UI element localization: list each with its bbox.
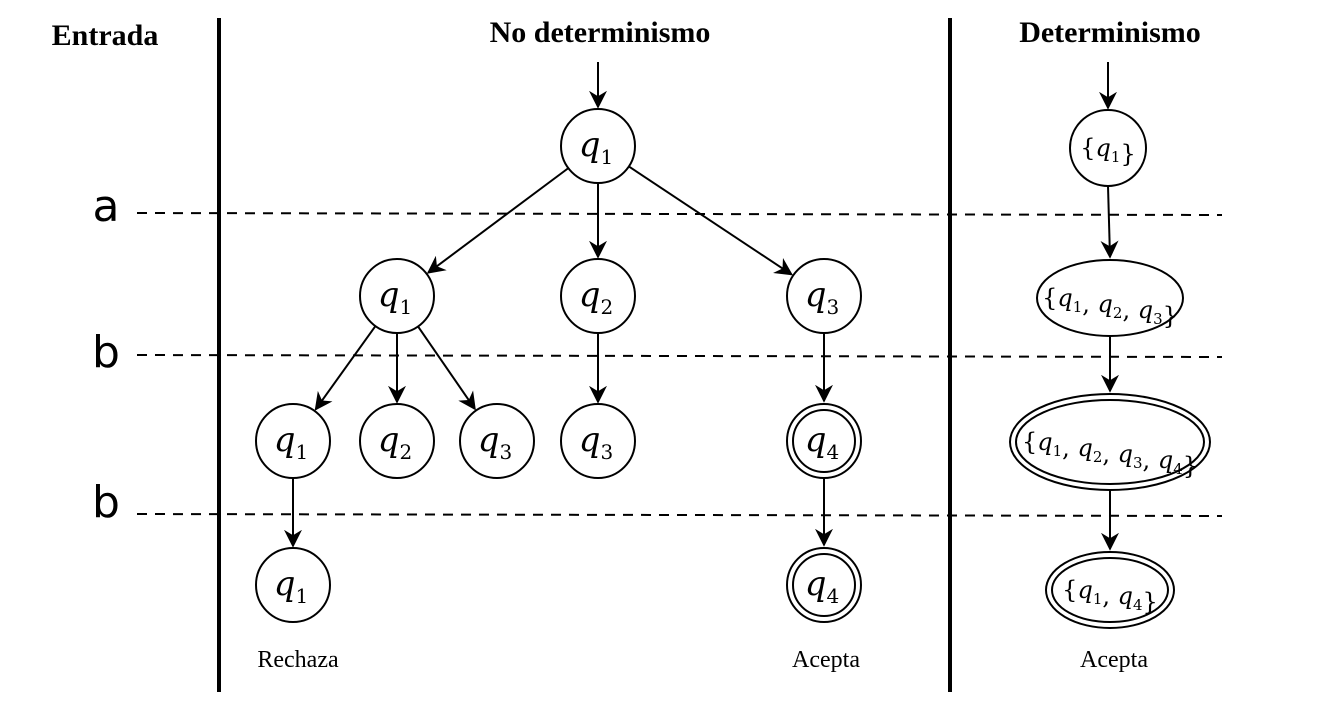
dfa-state-label: {q1, q2, q3} xyxy=(1042,284,1178,330)
nfa-state-circle xyxy=(560,403,636,479)
nfa-state-node: q2 xyxy=(359,403,435,479)
nfa-state-circle xyxy=(359,258,435,334)
input-symbol-3: b xyxy=(92,477,120,528)
dfa-state-label: {q1, q2, q3, q4} xyxy=(1022,428,1198,480)
nfa-state-node: q4 xyxy=(786,403,862,479)
nfa-state-label: q3 xyxy=(579,420,614,464)
dfa-state-node: {q1} xyxy=(1069,109,1147,187)
nfa-state-label: q1 xyxy=(274,564,309,608)
header-input: Entrada xyxy=(52,19,159,52)
step-line-2 xyxy=(136,354,1223,358)
nfa-state-label: q4 xyxy=(805,564,840,608)
dfa-state-ellipse xyxy=(1036,259,1184,337)
nfa-accepting-ring xyxy=(792,409,856,473)
nfa-state-label: q4 xyxy=(805,420,840,464)
step-line-1 xyxy=(136,212,1223,216)
nfa-state-circle xyxy=(459,403,535,479)
nfa-edge-n1-n6 xyxy=(417,325,476,411)
nfa-state-label: q3 xyxy=(478,420,513,464)
nfa-state-node: q2 xyxy=(560,258,636,334)
nfa-accept-caption: Acepta xyxy=(792,647,860,673)
dfa-state-node: {q1, q2, q3} xyxy=(1036,259,1184,337)
nfa-state-node: q3 xyxy=(560,403,636,479)
nfa-state-label: q3 xyxy=(805,275,840,319)
nfa-state-node: q4 xyxy=(786,547,862,623)
dfa-state-circle xyxy=(1069,109,1147,187)
dfa-state-label: {q1, q4} xyxy=(1062,576,1158,616)
nfa-state-label: q1 xyxy=(274,420,309,464)
dfa-state-node: {q1, q4} xyxy=(1045,551,1175,629)
nfa-edge-n1-n4 xyxy=(314,325,377,411)
dfa-accepting-ring xyxy=(1015,399,1205,485)
dfa-accepting-ring xyxy=(1051,557,1169,623)
nfa-state-circle xyxy=(560,258,636,334)
nfa-state-label: q2 xyxy=(378,420,413,464)
nfa-state-circle xyxy=(255,403,331,479)
nfa-state-circle xyxy=(786,258,862,334)
nfa-state-label: q2 xyxy=(579,275,614,319)
nfa-state-circle xyxy=(359,403,435,479)
input-symbol-2: b xyxy=(92,327,120,378)
nfa-state-node: q1 xyxy=(255,547,331,623)
nfa-state-circle xyxy=(560,108,636,184)
header-determinism: Determinismo xyxy=(1019,16,1201,49)
nfa-state-node: q3 xyxy=(786,258,862,334)
input-symbol-1: a xyxy=(93,181,120,232)
nfa-accepting-ring xyxy=(792,553,856,617)
nfa-state-node: q3 xyxy=(459,403,535,479)
nfa-state-node: q1 xyxy=(560,108,636,184)
nfa-state-label: q1 xyxy=(579,125,614,169)
nfa-state-node: q1 xyxy=(359,258,435,334)
dfa-state-node: {q1, q2, q3, q4} xyxy=(1009,393,1211,491)
dfa-state-label: {q1} xyxy=(1080,134,1135,168)
nfa-edge-n0-n3 xyxy=(628,165,794,276)
step-line-3 xyxy=(136,513,1223,517)
nfa-state-circle xyxy=(255,547,331,623)
dfa-accept-caption: Acepta xyxy=(1080,647,1148,673)
nfa-edge-n0-n1 xyxy=(426,167,569,274)
nfa-state-node: q1 xyxy=(255,403,331,479)
nfa-reject-caption: Rechaza xyxy=(257,647,339,673)
header-nondeterminism: No determinismo xyxy=(490,16,711,49)
nfa-state-label: q1 xyxy=(378,275,413,319)
dfa-edge-d0-d1 xyxy=(1100,185,1119,259)
